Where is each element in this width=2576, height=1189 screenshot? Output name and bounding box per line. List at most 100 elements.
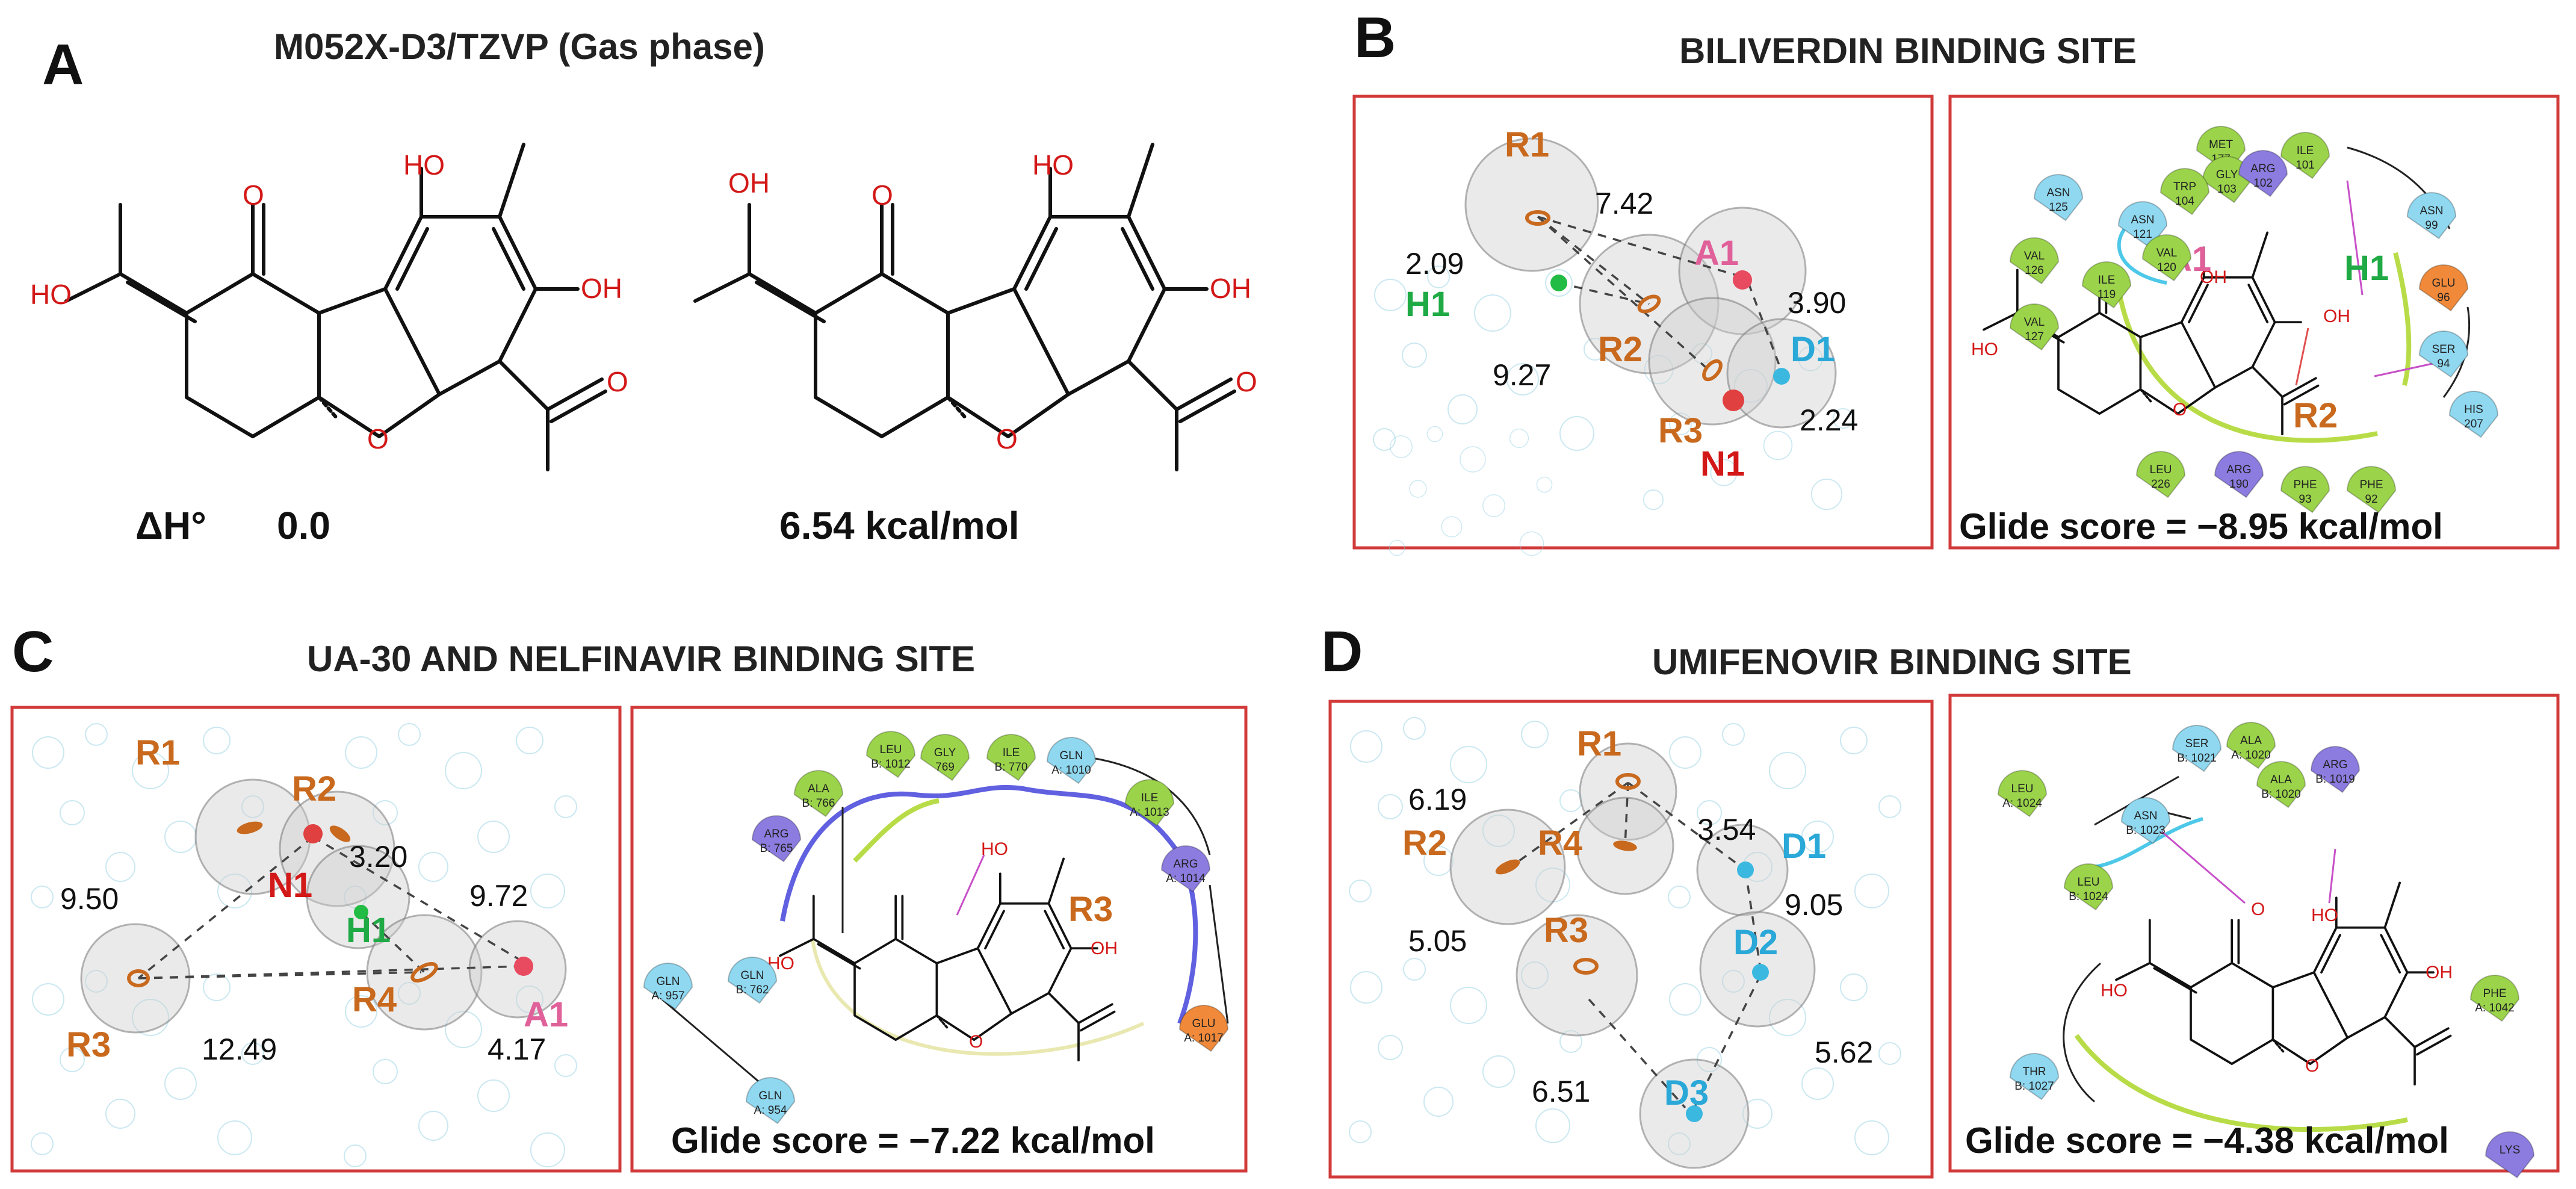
residue-name: ARG [2250,163,2275,175]
interaction-b-h1: H1 [2344,249,2389,288]
residue-number: B: 1023 [2126,824,2166,837]
residue-number: B: 1020 [2261,788,2301,801]
dist-b-1: 7.42 [1595,187,1653,220]
energy-right: 6.54 kcal/mol [779,504,1019,547]
mol-left-ketone-o: O [243,179,264,211]
feature-d-r4: R4 [1538,824,1582,863]
interaction-d-ho-top: HO [2311,905,2338,925]
dist-b-3: 3.90 [1788,286,1846,320]
panel-d-interaction-frame [1948,694,2560,1173]
residue-number: 207 [2464,418,2483,430]
residue-number: B: 1027 [2014,1080,2054,1093]
feature-b-r1: R1 [1505,125,1549,164]
feature-d-d2: D2 [1733,923,1778,962]
feature-d-d3: D3 [1664,1073,1709,1113]
residue-name: ALA [808,783,829,795]
interaction-b-ho-left: HO [1971,340,1998,359]
residue-number: 93 [2299,493,2311,506]
residue-name: PHE [2483,987,2506,1000]
residue-name: ILE [1141,792,1159,804]
panel-b-interaction-frame [1948,95,2560,550]
feature-c-r1: R1 [135,733,180,772]
panel-d-glide-score: Glide score = −4.38 kcal/mol [1965,1120,2449,1161]
dist-d-3: 9.05 [1785,888,1843,922]
feature-d-r1: R1 [1577,724,1621,763]
residue-name: PHE [2293,479,2317,491]
residue-number: A: 957 [652,990,685,1002]
dist-c-2: 9.50 [60,882,119,916]
residue-number: 92 [2365,493,2377,506]
feature-c-r4: R4 [352,980,397,1019]
feature-c-h1: H1 [346,911,391,950]
panel-d-pharmacophore-frame [1328,700,1934,1179]
residue-number: 125 [2049,201,2068,214]
residue-number: 119 [2098,288,2116,301]
residue-number: A: 1010 [1051,764,1091,777]
dist-b-2: 2.09 [1405,247,1464,281]
residue-name: GLN [758,1090,782,1102]
feature-b-n1: N1 [1700,444,1745,483]
panel-d-letter: D [1321,619,1363,684]
residue-number: 190 [2229,478,2249,491]
residue-number: 103 [2217,183,2237,196]
interaction-d-ring-o: O [2305,1056,2319,1076]
residue-name: ALA [2240,734,2262,747]
mol-right-ring-o: O [996,423,1018,455]
interaction-c-ring-o: O [969,1032,983,1052]
panel-d-pharmacophore [1349,717,1901,1169]
dist-d-6: 6.51 [1532,1075,1590,1108]
residue-name: VAL [2156,247,2178,259]
panel-b-pharmacophore-frame [1352,95,1934,550]
panel-d-residue-lys-9: LYS [2485,1131,2535,1179]
feature-b-a1: A1 [1694,234,1739,273]
panel-d-residue-leu-4: LEU A: 1024 [1997,770,2048,818]
interaction-c-ho-top: HO [981,839,1008,859]
residue-name: MET [2209,138,2234,151]
residue-name: GLU [1192,1017,1215,1030]
panel-c-title: UA-30 AND NELFINAVIR BINDING SITE [307,639,975,679]
residue-name: LEU [2150,464,2172,476]
residue-name: ASN [2420,205,2443,217]
panel-d-interaction-diagram [2063,775,2452,1132]
dist-c-3: 9.72 [469,879,528,913]
panel-a-title: M052X-D3/TZVP (Gas phase) [274,26,765,67]
residue-name: GLU [2432,277,2455,290]
residue-name: LYS [2500,1144,2521,1156]
feature-c-r3: R3 [66,1025,111,1064]
residue-number: A: 1024 [2002,797,2042,810]
residue-number: 101 [2296,159,2315,172]
residue-number: 769 [935,761,955,774]
residue-name: TRP [2173,181,2196,193]
residue-name: VAL [2024,250,2045,262]
feature-c-a1: A1 [524,995,568,1034]
residue-name: LEU [2011,783,2034,795]
interaction-b-ring-o: O [2173,400,2187,420]
residue-number: A: 954 [754,1104,787,1117]
interaction-d-oh-right: OH [2426,963,2453,983]
residue-number: B: 765 [760,842,793,855]
dist-c-1: 3.20 [349,840,407,874]
residue-name: GLY [2216,169,2238,181]
mol-left-oh-top: HO [403,149,445,181]
residue-name: ILE [1003,747,1020,759]
residue-name: ARG [2226,464,2251,476]
dist-d-2: 3.54 [1697,813,1756,846]
panel-b-letter: B [1354,5,1396,70]
feature-b-r3: R3 [1658,411,1703,450]
feature-b-d1: D1 [1791,330,1835,369]
